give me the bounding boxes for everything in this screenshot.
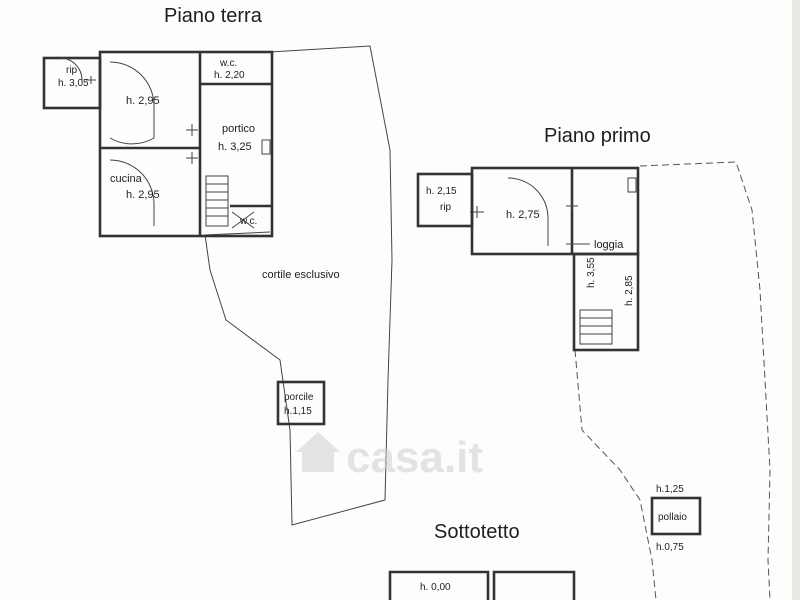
loggia-height: h. 2,85 [624, 275, 635, 306]
watermark: casa.it [296, 432, 483, 482]
attic-height: h. 0,00 [420, 582, 451, 593]
title-first-floor: Piano primo [544, 125, 651, 147]
attic-room-left [388, 570, 490, 600]
first-main-block [470, 166, 640, 256]
ground-window-2 [186, 152, 198, 164]
cucina-door-arc [109, 159, 155, 226]
ground-rip-door-arc [59, 57, 83, 81]
pollaio-bottom-height: h.0,75 [656, 542, 684, 553]
pollaio-top-height: h.1,25 [656, 484, 684, 495]
courtyard-label: cortile esclusivo [262, 269, 340, 281]
watermark-text: casa.it [346, 433, 483, 482]
ground-wc-top-label: w.c. [219, 58, 237, 69]
first-room-height: h. 2,75 [506, 209, 540, 221]
ground-room-height: h. 2,95 [126, 95, 160, 107]
title-ground-floor: Piano terra [164, 5, 263, 27]
first-rip-label: rip [440, 202, 452, 213]
ground-rip-window [86, 76, 96, 84]
first-stair-height: h. 3,55 [586, 257, 597, 288]
first-stair-icon [579, 309, 613, 345]
first-room-door-arc [507, 177, 549, 246]
ground-stair-icon [205, 175, 229, 227]
loggia-extension [572, 252, 640, 352]
porcile-label: porcile [284, 392, 314, 403]
ground-window-1 [186, 124, 198, 136]
cucina-height: h. 2,95 [126, 189, 160, 201]
portico-window [261, 139, 271, 155]
scan-edge [792, 0, 800, 600]
loggia-label: loggia [594, 239, 624, 251]
pollaio-room [650, 496, 702, 536]
ground-rip-label: rip [66, 65, 78, 76]
porcile-room [276, 380, 326, 426]
ground-wc-fixture [231, 211, 255, 229]
first-rip-room [416, 172, 474, 228]
first-window-1 [566, 200, 578, 212]
first-floor-property-outline [574, 161, 771, 600]
house-icon [296, 432, 340, 472]
porcile-height: h.1,15 [284, 406, 312, 417]
title-attic: Sottotetto [434, 521, 520, 543]
portico-label: portico [222, 123, 255, 135]
portico-height: h. 3,25 [218, 141, 252, 153]
ground-wc-top-height: h. 2,20 [214, 70, 245, 81]
ground-wc-bottom-label: w.c. [239, 216, 257, 227]
pollaio-label: pollaio [658, 512, 687, 523]
ground-room-door-arc [109, 61, 155, 145]
first-rip-height: h. 2,15 [426, 186, 457, 197]
cucina-label: cucina [110, 173, 143, 185]
attic-room-right [492, 570, 576, 600]
ground-main-block [98, 50, 274, 238]
courtyard-outline [204, 45, 393, 526]
loggia-window [627, 177, 637, 193]
ground-rip-height: h. 3,05 [58, 78, 89, 89]
